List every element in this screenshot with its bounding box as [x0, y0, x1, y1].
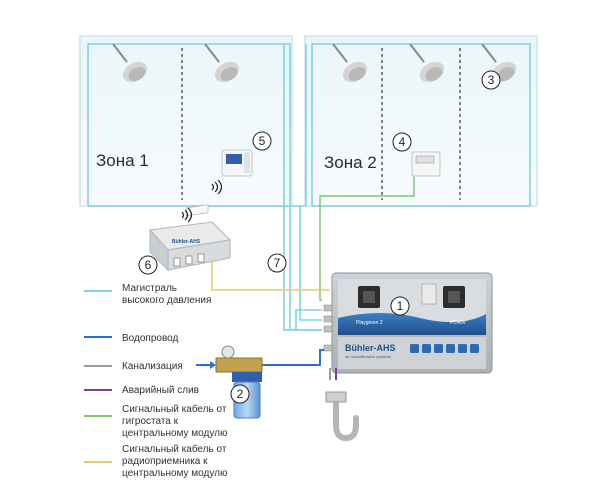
high-pressure-lines — [87, 43, 531, 331]
svg-text:радиоприемника к: радиоприемника к — [122, 456, 208, 467]
receiver-brand: Bühler-AHS — [172, 239, 201, 245]
zone-1-label: Зона 1 — [96, 151, 149, 170]
legend-item-hygrostat-cable: Сигнальный кабель от гигростата к центра… — [84, 403, 228, 439]
zone-2: Зона 2 — [304, 35, 538, 207]
svg-text:центральному модулю: центральному модулю — [122, 428, 228, 439]
wired-hygrostat — [411, 151, 441, 177]
control-button[interactable] — [470, 344, 479, 353]
legend: Магистраль высокого давления Водопровод … — [84, 283, 228, 479]
signal-icon — [181, 207, 193, 223]
drain-funnel — [325, 391, 347, 403]
svg-text:высокого давления: высокого давления — [122, 295, 211, 306]
svg-text:Сигнальный кабель от: Сигнальный кабель от — [122, 403, 227, 415]
radio-receiver: Bühler-AHS — [148, 204, 232, 272]
callout-4: 4 — [392, 132, 412, 152]
zone-1: Зона 1 — [79, 35, 293, 207]
svg-text:Магистраль: Магистраль — [122, 283, 177, 294]
drain-trap — [333, 397, 359, 442]
nozzle-icon — [204, 43, 240, 83]
signal-icon — [211, 179, 223, 195]
radio-cable — [211, 258, 330, 291]
svg-text:Сигнальный кабель от: Сигнальный кабель от — [122, 443, 227, 455]
device-right-badge: PC40V — [450, 320, 467, 326]
zone-2-room — [304, 35, 538, 207]
control-button[interactable] — [458, 344, 467, 353]
callout-5: 5 — [252, 131, 272, 151]
callout-7: 7 — [267, 253, 287, 273]
hygrostat-cable — [319, 176, 415, 301]
legend-item-emergency-drain: Аварийный слив — [84, 385, 199, 396]
svg-text:Аварийный слив: Аварийный слив — [122, 385, 199, 396]
svg-text:2: 2 — [237, 387, 244, 401]
water-filter-to-unit — [262, 349, 324, 366]
central-module: Playgreen 2 PC40V Bühler-AHS air humidif… — [323, 272, 493, 374]
control-button[interactable] — [410, 344, 419, 353]
device-sub: air humidification systems — [345, 354, 391, 359]
control-button[interactable] — [422, 344, 431, 353]
callout-6: 6 — [138, 255, 158, 275]
callout-2: 2 — [230, 384, 250, 404]
legend-item-sewer: Канализация — [84, 361, 183, 372]
control-buttons — [410, 344, 479, 353]
legend-item-high-pressure: Магистраль высокого давления — [84, 283, 211, 306]
callout-3: 3 — [481, 70, 501, 90]
control-button[interactable] — [434, 344, 443, 353]
nozzle-icon — [112, 43, 148, 83]
device-left-badge: Playgreen 2 — [356, 320, 383, 326]
zone-1-room — [79, 35, 293, 207]
device-brand: Bühler-AHS — [345, 343, 396, 353]
svg-text:6: 6 — [145, 258, 152, 272]
wireless-hygrostat — [221, 149, 253, 177]
legend-item-radio-cable: Сигнальный кабель от радиоприемника к це… — [84, 443, 228, 479]
svg-text:4: 4 — [399, 135, 406, 149]
svg-text:Водопровод: Водопровод — [122, 333, 178, 344]
control-button[interactable] — [446, 344, 455, 353]
zone-2-label: Зона 2 — [324, 153, 377, 172]
svg-text:5: 5 — [259, 134, 266, 148]
svg-text:Канализация: Канализация — [122, 361, 183, 372]
svg-text:7: 7 — [274, 256, 281, 270]
water-supply-arrow — [210, 361, 216, 369]
svg-text:гигростата к: гигростата к — [122, 416, 179, 427]
svg-text:3: 3 — [488, 73, 495, 87]
nozzle-icon — [332, 43, 368, 83]
svg-text:центральному модулю: центральному модулю — [122, 468, 228, 479]
nozzle-icon — [409, 43, 445, 83]
legend-item-water-supply: Водопровод — [84, 333, 178, 344]
svg-text:1: 1 — [397, 299, 404, 313]
callout-1: 1 — [390, 296, 410, 316]
